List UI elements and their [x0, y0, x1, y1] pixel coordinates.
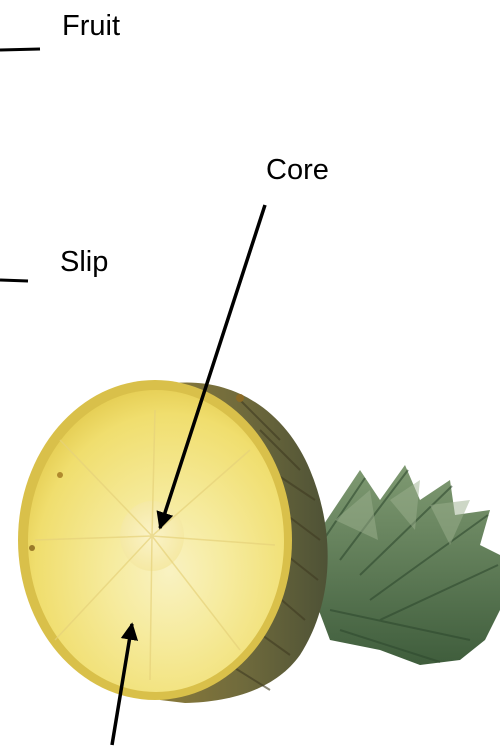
pineapple-crown	[300, 465, 500, 665]
pineapple-cross-section	[18, 380, 292, 700]
fruit-label: Fruit	[62, 12, 120, 41]
slip-label: Slip	[60, 248, 108, 277]
fruit-leader-line	[0, 49, 40, 50]
slip-leader-line	[0, 280, 28, 281]
core-label: Core	[266, 156, 329, 185]
